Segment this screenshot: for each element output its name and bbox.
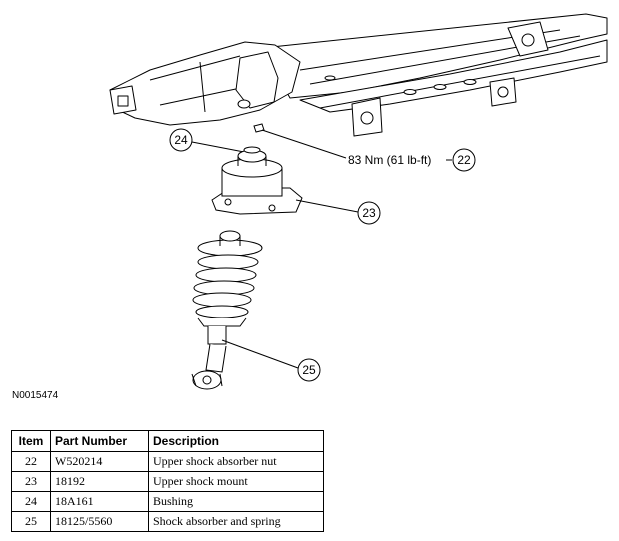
cell-description: Upper shock mount [148, 471, 324, 492]
table-row: 24 18A161 Bushing [11, 491, 324, 512]
figure-id: N0015474 [12, 390, 59, 401]
upper-shock-mount-23 [211, 146, 303, 215]
callout-23-label: 23 [362, 206, 376, 220]
shock-absorber-spring-25 [191, 230, 263, 390]
cell-description: Bushing [148, 491, 324, 512]
parts-table: Item Part Number Description 22 W520214 … [11, 430, 324, 532]
leader-line-22 [261, 129, 347, 159]
col-header-item: Item [11, 430, 51, 452]
leader-line-25 [221, 339, 299, 369]
col-header-description: Description [148, 430, 324, 452]
callout-24: 24 [169, 128, 193, 152]
callout-23: 23 [357, 201, 381, 225]
cell-item: 23 [11, 471, 51, 492]
cell-part-number: W520214 [50, 451, 149, 472]
leader-line-23 [295, 199, 359, 213]
callout-25: 25 [297, 358, 321, 382]
table-row: 23 18192 Upper shock mount [11, 471, 324, 492]
callout-22-label: 22 [457, 153, 471, 167]
cell-item: 25 [11, 511, 51, 532]
frame-assembly [109, 13, 608, 137]
cell-item: 24 [11, 491, 51, 512]
cell-part-number: 18125/5560 [50, 511, 149, 532]
cell-part-number: 18A161 [50, 491, 149, 512]
cell-item: 22 [11, 451, 51, 472]
leader-line-24 [191, 141, 245, 153]
callout-25-label: 25 [302, 363, 316, 377]
cell-part-number: 18192 [50, 471, 149, 492]
table-row: 22 W520214 Upper shock absorber nut [11, 451, 324, 472]
cell-description: Shock absorber and spring [148, 511, 324, 532]
torque-spec: 83 Nm (61 lb-ft) [348, 153, 431, 167]
callout-22: 22 [452, 148, 476, 172]
col-header-part-number: Part Number [50, 430, 149, 452]
upper-shock-nut-22 [253, 123, 265, 133]
table-header-row: Item Part Number Description [11, 430, 324, 452]
cell-description: Upper shock absorber nut [148, 451, 324, 472]
suspension-exploded-diagram: 83 Nm (61 lb-ft) 22 24 23 [109, 13, 608, 390]
table-row: 25 18125/5560 Shock absorber and spring [11, 511, 324, 532]
callout-24-label: 24 [174, 133, 188, 147]
